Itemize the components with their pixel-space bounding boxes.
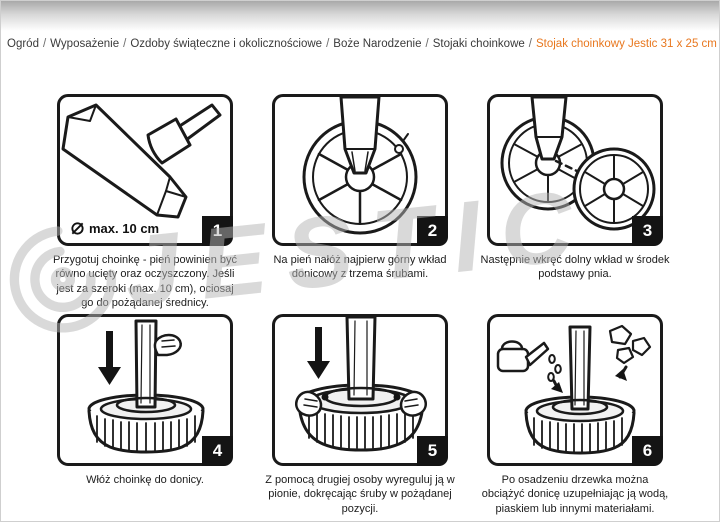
step-number-badge: 6 (632, 436, 663, 467)
pot-ribs (96, 415, 196, 453)
trunk-icon (530, 97, 568, 161)
breadcrumb-link-boze-narodzenie[interactable]: Boże Narodzenie (333, 38, 422, 50)
breadcrumb-separator: / (326, 38, 330, 50)
step-6-illustration-frame: 6 (487, 314, 663, 467)
step-2: 2 Na pień nałóż najpierw górny wkład don… (272, 94, 448, 310)
step-6-caption: Po osadzeniu drzewka można obciążyć doni… (481, 474, 669, 515)
step-1-caption: Przygotuj choinkę - pień powinien być ró… (52, 254, 238, 309)
step-4-illustration-frame: 4 (57, 314, 233, 467)
step-6: 6 Po osadzeniu drzewka można obciążyć do… (482, 314, 668, 516)
top-gradient-band (1, 1, 719, 31)
trunk-icon (115, 319, 177, 414)
step-1-illustration-frame: max. 10 cm 1 (57, 94, 233, 246)
pot-ribs (308, 409, 414, 450)
diameter-icon (71, 222, 84, 235)
step-number-badge: 3 (632, 216, 663, 246)
step-number-badge: 5 (417, 436, 448, 467)
breadcrumb-link-stojaki[interactable]: Stojaki choinkowe (432, 38, 525, 50)
down-arrow-icon (307, 327, 330, 380)
stones-icon (608, 325, 652, 365)
breadcrumb-separator: / (123, 38, 127, 50)
max-diameter-label: max. 10 cm (68, 221, 162, 236)
water-drops-icon (547, 354, 562, 383)
right-hand-icon (399, 390, 427, 417)
breadcrumb: Ogród/Wyposażenie/Ozdoby świąteczne i ok… (1, 31, 719, 50)
step-3-caption: Następnie wkręć dolny wkład w środek pod… (480, 254, 670, 281)
watering-can-icon (496, 340, 550, 373)
log-icon (61, 103, 188, 219)
trunk-icon (551, 325, 609, 416)
pot-ribs (533, 417, 623, 454)
breadcrumb-link-ogrod[interactable]: Ogród (7, 38, 39, 50)
axe-icon (146, 103, 222, 165)
trunk-icon (339, 97, 381, 175)
breadcrumb-separator: / (42, 38, 47, 50)
breadcrumb-link-wyposazenie[interactable]: Wyposażenie (50, 38, 120, 50)
lower-ring-icon (554, 147, 656, 231)
instruction-steps-grid: max. 10 cm 1 Przygotuj choinkę - pień po… (1, 94, 719, 516)
breadcrumb-current-item: Stojak choinkowy Jestic 31 x 25 cm szary (535, 38, 719, 50)
step-2-caption: Na pień nałóż najpierw górny wkład donic… (273, 254, 447, 281)
max-diameter-text: max. 10 cm (89, 221, 160, 236)
axe-trunk-illustration (61, 103, 222, 219)
fill-pot-illustration (496, 325, 652, 455)
breadcrumb-separator: / (528, 38, 532, 50)
step-4-caption: Włóż choinkę do donicy. (86, 474, 204, 487)
step-5-caption: Z pomocą drugiej osoby wyreguluj ją w pi… (265, 474, 455, 515)
step-2-illustration-frame: 2 (272, 94, 448, 246)
left-hand-icon (295, 390, 323, 417)
pot-icon (524, 395, 636, 455)
breadcrumb-separator: / (425, 38, 429, 50)
breadcrumb-link-ozdoby[interactable]: Ozdoby świąteczne i okolicznościowe (130, 38, 323, 50)
upper-insert-illustration (302, 97, 418, 235)
pour-arrow-icon (551, 379, 563, 394)
down-arrow-icon (98, 331, 121, 386)
step-number-badge: 1 (202, 216, 233, 246)
step-3: 3 Następnie wkręć dolny wkład w środek p… (481, 94, 669, 310)
hand-icon (153, 333, 182, 357)
step-3-illustration-frame: 3 (487, 94, 663, 246)
stones-arrow-icon (615, 365, 628, 382)
insert-into-pot-illustration (87, 319, 205, 454)
step-number-badge: 4 (202, 436, 233, 467)
step-4: 4 Włóż choinkę do donicy. (57, 314, 233, 516)
trunk-icon (321, 317, 401, 408)
lower-insert-illustration (500, 97, 656, 231)
step-5-illustration-frame: 5 (272, 314, 448, 467)
adjust-tree-illustration (295, 317, 427, 452)
step-1: max. 10 cm 1 Przygotuj choinkę - pień po… (53, 94, 237, 310)
step-number-badge: 2 (417, 216, 448, 246)
step-5: 5 Z pomocą drugiej osoby wyreguluj ją w … (265, 314, 455, 516)
